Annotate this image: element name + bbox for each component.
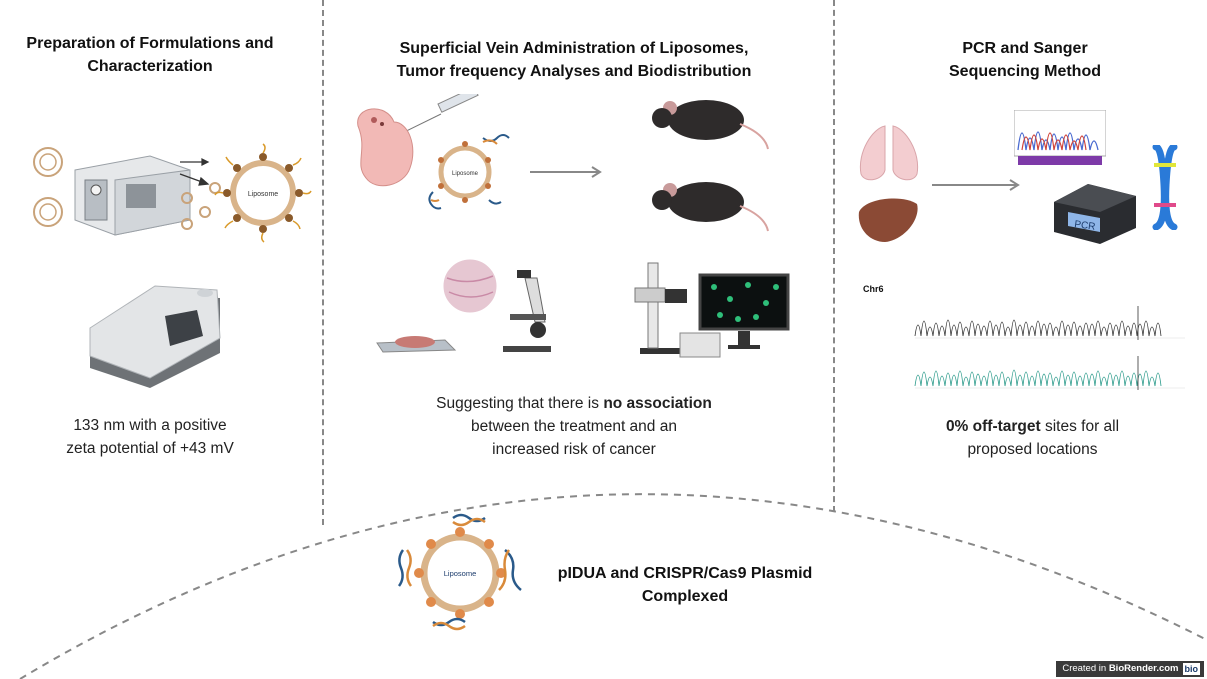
bottom-title-line2: Complexed xyxy=(641,588,729,605)
right-title-line2: Sequencing Method xyxy=(949,63,1101,80)
mouse-icon-2 xyxy=(652,182,769,232)
left-result: 133 nm with a positive zeta potential of… xyxy=(0,414,300,460)
pcr-label: PCR xyxy=(1074,219,1096,233)
small-vesicle-icon xyxy=(33,147,63,227)
base-blocks xyxy=(1018,156,1102,165)
middle-result-bold: no association xyxy=(603,395,712,412)
right-title: PCR and Sanger Sequencing Method xyxy=(860,37,1190,83)
chromatogram-illustration xyxy=(914,306,1185,390)
sequencing-trace-icon xyxy=(1014,110,1106,165)
right-result-line2: proposed locations xyxy=(967,441,1098,458)
neonatal-mouse-injection-illustration xyxy=(357,94,479,187)
liver-icon xyxy=(858,198,918,242)
microscope-icon xyxy=(503,270,551,352)
extruder-device xyxy=(74,155,191,236)
middle-title-line1: Superficial Vein Administration of Lipos… xyxy=(399,40,749,57)
output-arrows xyxy=(179,158,210,186)
monitor-icon xyxy=(698,273,790,349)
liposome-label-bottom: Liposome xyxy=(444,569,477,578)
zeta-analyzer-illustration xyxy=(89,285,221,388)
right-result-rest: sites for all xyxy=(1040,418,1120,435)
left-title-line1: Preparation of Formulations and xyxy=(26,35,274,52)
badge-text: Created in BioRender.com xyxy=(1062,663,1179,674)
pcr-machine-illustration: PCR xyxy=(1054,184,1136,244)
right-result-line1: 0% off-target sites for all xyxy=(860,415,1205,438)
bottom-title-line1: pIDUA and CRISPR/Cas9 Plasmid xyxy=(557,565,813,582)
right-result-bold: 0% off-target xyxy=(945,418,1041,435)
bottom-title: pIDUA and CRISPR/Cas9 Plasmid Complexed xyxy=(540,562,830,608)
middle-result: Suggesting that there is no association … xyxy=(340,392,808,461)
organs-illustration xyxy=(858,125,919,242)
divider-left xyxy=(322,0,324,525)
middle-result-line3: increased risk of cancer xyxy=(492,441,656,458)
arrow-to-pcr xyxy=(932,179,1020,191)
adult-mice-illustration xyxy=(652,100,769,232)
chromosome-icon xyxy=(1152,145,1178,230)
small-liposomes xyxy=(181,182,221,230)
chromatogram-label: Chr6 xyxy=(863,284,884,294)
middle-title: Superficial Vein Administration of Lipos… xyxy=(340,37,808,83)
middle-title-line2: Tumor frequency Analyses and Biodistribu… xyxy=(396,63,752,80)
fluorescence-microscope-icon xyxy=(634,262,687,354)
middle-result-pre: Suggesting that there is xyxy=(436,395,604,412)
right-result: 0% off-target sites for all proposed loc… xyxy=(860,415,1205,461)
liposome-heads-left xyxy=(223,153,303,233)
liposome-label-left: Liposome xyxy=(248,191,278,198)
liposome-tails-left xyxy=(214,143,312,243)
left-title-line2: Characterization xyxy=(87,58,213,75)
left-result-line2: zeta potential of +43 mV xyxy=(66,440,234,457)
liposome-dna-middle: Liposome xyxy=(428,134,510,210)
biorender-badge: Created in BioRender.com bio xyxy=(1056,661,1204,677)
left-title: Preparation of Formulations and Characte… xyxy=(0,32,300,78)
middle-result-line1: Suggesting that there is no association xyxy=(340,392,808,415)
right-title-line1: PCR and Sanger xyxy=(962,40,1088,57)
fluorescence-microscope-illustration xyxy=(634,262,790,358)
biorender-logo: bio xyxy=(1182,663,1200,675)
histology-microscope-illustration xyxy=(376,258,551,353)
liposome-plasmid-complex-illustration: Liposome xyxy=(397,513,522,631)
left-result-line1: 133 nm with a positive xyxy=(73,417,227,434)
liposome-heads-bottom xyxy=(414,527,506,619)
lungs-icon xyxy=(859,125,919,181)
liposome-label-middle: Liposome xyxy=(452,171,479,177)
liposome-large-left: Liposome xyxy=(214,143,312,243)
arrow-to-mice xyxy=(530,166,602,178)
divider-right xyxy=(833,0,835,512)
extruder-illustration xyxy=(33,147,221,236)
mouse-icon xyxy=(652,100,769,150)
middle-result-line2: between the treatment and an xyxy=(471,418,677,435)
dna-helix-bottom xyxy=(397,513,522,631)
